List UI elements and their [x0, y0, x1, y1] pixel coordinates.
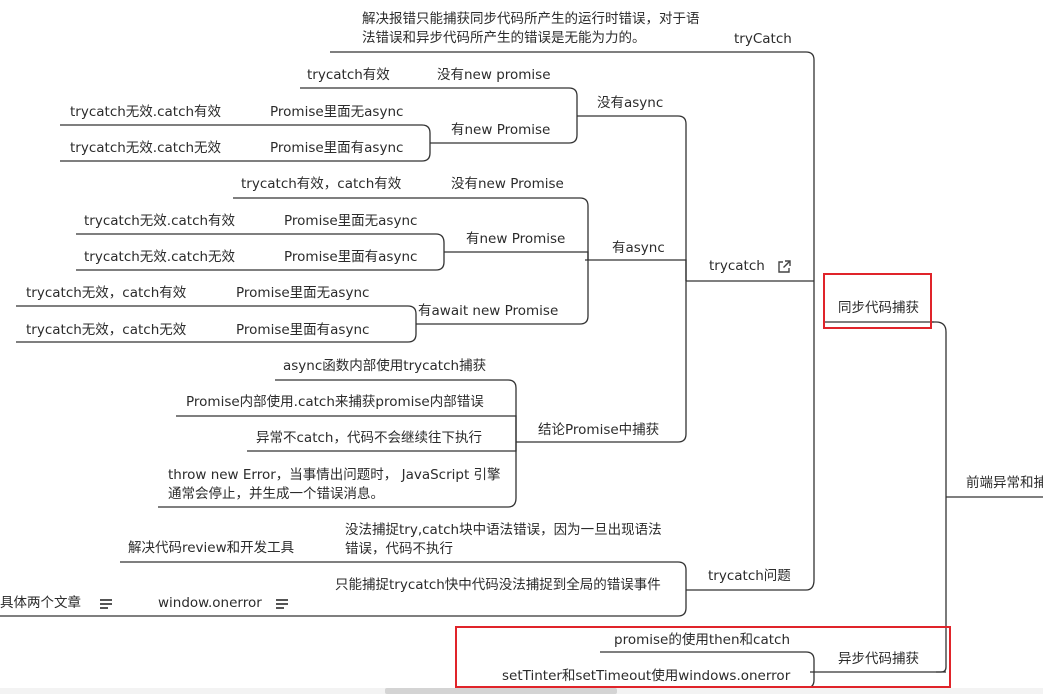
root-node[interactable]: 前端异常和捕 — [966, 475, 1043, 491]
no-async-promise-no-async-result[interactable]: trycatch无效.catch有效 — [70, 104, 222, 120]
async-highlight-box — [455, 626, 951, 688]
external-link-icon[interactable] — [776, 259, 792, 275]
trycatch-top-node[interactable]: tryCatch — [734, 31, 792, 47]
await-promise-node[interactable]: 有await new Promise — [418, 303, 559, 319]
trycatch-desc[interactable]: 解决报错只能捕获同步代码所产生的运行时错误，对于语法错误和异步代码所产生的错误是… — [362, 11, 700, 46]
two-articles-node[interactable]: 具体两个文章 — [0, 595, 81, 611]
problem-syntax[interactable]: 没法捕捉try,catch块中语法错误，因为一旦出现语法错误，代码不执行 — [345, 522, 662, 557]
no-async-no-promise[interactable]: 没有new promise — [437, 67, 551, 83]
problem-global[interactable]: 只能捕捉trycatch快中代码没法捕捉到全局的错误事件 — [335, 577, 661, 593]
conclusion-item-2[interactable]: Promise内部使用.catch来捕获promise内部错误 — [186, 394, 484, 410]
no-async-has-promise[interactable]: 有new Promise — [451, 122, 551, 138]
await-no-async[interactable]: Promise里面无async — [236, 285, 370, 301]
has-async-promise-has-async[interactable]: Promise里面有async — [284, 249, 418, 265]
trycatch-problem-node[interactable]: trycatch问题 — [708, 568, 791, 584]
problem-syntax-solution[interactable]: 解决代码review和开发工具 — [128, 540, 295, 556]
sync-highlight-box — [823, 273, 932, 329]
await-has-async-result[interactable]: trycatch无效，catch无效 — [26, 322, 187, 338]
window-onerror-node[interactable]: window.onerror — [158, 595, 262, 611]
await-has-async[interactable]: Promise里面有async — [236, 322, 370, 338]
async-promise-then-catch[interactable]: promise的使用then和catch — [614, 632, 791, 648]
no-async-promise-has-async[interactable]: Promise里面有async — [270, 140, 404, 156]
has-async-node[interactable]: 有async — [612, 240, 665, 256]
no-async-node[interactable]: 没有async — [597, 95, 664, 111]
has-async-promise-no-async[interactable]: Promise里面无async — [284, 213, 418, 229]
horizontal-scrollbar-thumb[interactable] — [385, 688, 617, 694]
has-async-promise-no-async-result[interactable]: trycatch无效.catch有效 — [84, 213, 236, 229]
has-async-no-promise[interactable]: 没有new Promise — [451, 176, 564, 192]
has-async-no-promise-result[interactable]: trycatch有效，catch有效 — [241, 176, 402, 192]
sync-node[interactable]: 同步代码捕获 — [838, 300, 919, 316]
note-icon[interactable] — [276, 598, 290, 610]
has-async-has-promise[interactable]: 有new Promise — [466, 231, 566, 247]
await-no-async-result[interactable]: trycatch无效，catch有效 — [26, 285, 187, 301]
no-async-promise-no-async[interactable]: Promise里面无async — [270, 104, 404, 120]
async-capture-node[interactable]: 异步代码捕获 — [838, 651, 919, 667]
no-async-no-promise-result[interactable]: trycatch有效 — [307, 67, 390, 83]
has-async-promise-has-async-result[interactable]: trycatch无效.catch无效 — [84, 249, 236, 265]
note-icon[interactable] — [100, 598, 114, 610]
conclusion-node[interactable]: 结论Promise中捕获 — [538, 422, 660, 438]
async-timer-onerror[interactable]: setTinter和setTimeout使用windows.onerror — [502, 668, 791, 684]
conclusion-item-4[interactable]: throw new Error，当事情出问题时， JavaScript 引擎通常… — [168, 467, 501, 502]
no-async-promise-has-async-result[interactable]: trycatch无效.catch无效 — [70, 140, 222, 156]
trycatch-node[interactable]: trycatch — [709, 258, 765, 274]
conclusion-item-3[interactable]: 异常不catch，代码不会继续往下执行 — [256, 430, 482, 446]
conclusion-item-1[interactable]: async函数内部使用trycatch捕获 — [283, 358, 487, 374]
